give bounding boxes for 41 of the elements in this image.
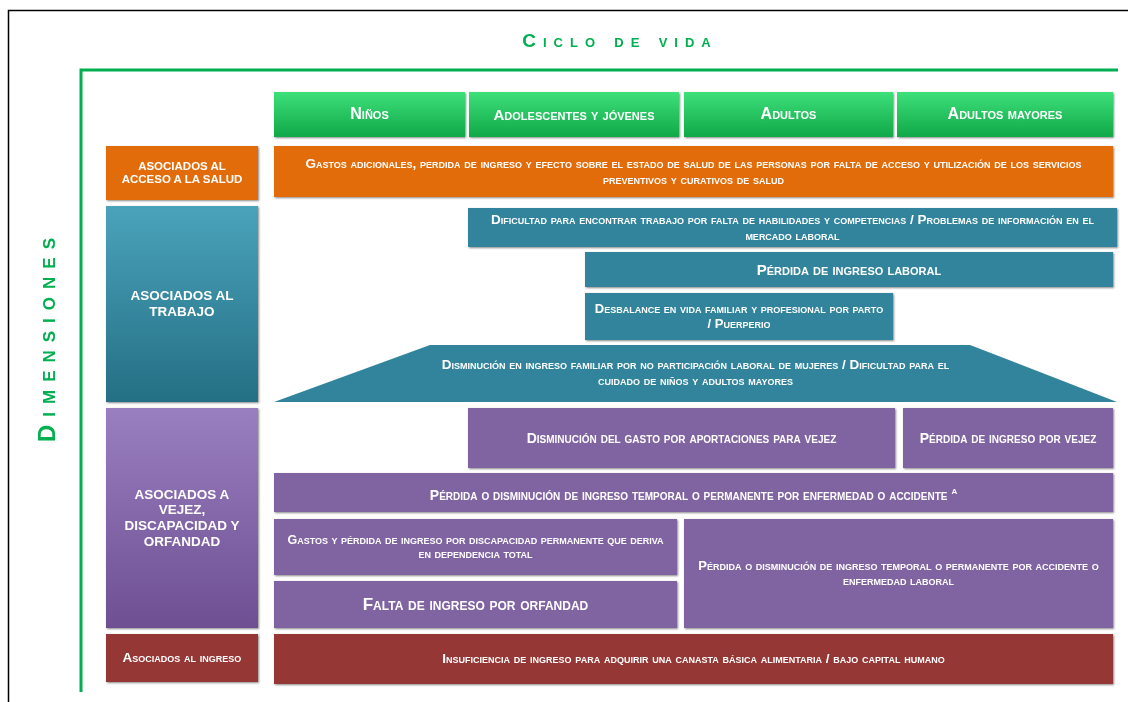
diagram-title: Ciclo de vida — [521, 30, 719, 52]
risk-box — [903, 408, 1113, 468]
risk-box — [684, 519, 1113, 628]
risk-box — [585, 252, 1113, 287]
risk-box — [274, 519, 677, 575]
risk-text: Disminución del gasto por aportaciones para vejez — [526, 429, 837, 447]
row-header — [106, 634, 258, 682]
risk-text: Gastos adicionales, perdida de ingreso y efecto sobre el estado de salud de las personas por falta de acceso y utilización de los servicios preventivos y curativos de salud — [304, 156, 1083, 187]
risk-box — [274, 634, 1113, 684]
column-header-label: Niños — [350, 105, 389, 124]
risk-box — [585, 293, 893, 340]
row-header — [106, 408, 258, 628]
column-header — [684, 92, 893, 137]
risk-text: Insuficiencia de ingreso para adquirir una canasta básica alimentaria / bajo capital humano — [442, 651, 945, 667]
risk-text: Falta de ingreso por orfandad — [362, 594, 589, 615]
risk-text: Pérdida o disminución de ingreso temporal o permanente por enfermedad o accidente $^{a}$ — [429, 482, 958, 503]
risk-text: Dificultad para encontrar trabajo por falta de habilidades y competencias / Problemas de información en el mercado laboral — [490, 212, 1095, 243]
risk-box — [468, 208, 1117, 247]
column-header — [274, 92, 465, 137]
row-header-label: Asociados al ingreso — [122, 650, 242, 666]
risk-text: Desbalance en vida familiar y profesional por parto / Puerperio — [593, 301, 885, 332]
axis-label: Dimensiones — [33, 228, 61, 445]
column-header — [469, 92, 679, 137]
risk-box — [274, 146, 1113, 197]
column-header-label: Adultos mayores — [947, 105, 1063, 124]
risk-box — [468, 408, 895, 468]
column-header — [897, 92, 1113, 137]
column-header-label: Adultos — [760, 105, 817, 124]
row-header-label: ASOCIADOS AL TRABAJO — [129, 288, 235, 320]
row-header-label: ASOCIADOS AL ACCESO A LA SALUD — [120, 159, 244, 187]
risk-box — [274, 473, 1113, 512]
row-header — [106, 206, 258, 402]
risk-text: Pérdida de ingreso laboral — [756, 260, 942, 279]
row-header — [106, 146, 258, 200]
column-header-label: Adolescentes y jóvenes — [493, 105, 655, 124]
risk-text: Pérdida de ingreso por vejez — [919, 429, 1097, 447]
risk-text: Gastos y pérdida de ingreso por discapacidad permanente que deriva en dependencia total — [286, 532, 665, 562]
row-header-label: ASOCIADOS A VEJEZ, DISCAPACIDAD Y ORFANDAD — [123, 486, 241, 550]
risk-text: Disminución en ingreso familiar por no participación laboral de mujeres / Dificultad para el cuidado de niños y adultos mayores — [440, 357, 951, 388]
risk-text: Pérdida o disminución de ingreso temporal o permanente por accidente o enfermedad laboral — [697, 558, 1100, 589]
risk-box — [274, 581, 677, 628]
